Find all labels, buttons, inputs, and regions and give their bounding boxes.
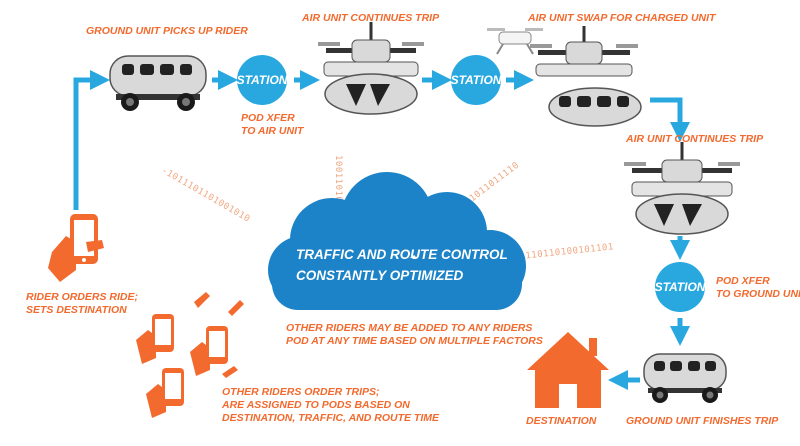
label-other-order-3: DESTINATION, TRAFFIC, AND ROUTE TIME (222, 412, 439, 424)
label-air-continues-2: AIR UNIT CONTINUES TRIP (626, 133, 764, 145)
label-air-continues-1: AIR UNIT CONTINUES TRIP (302, 12, 440, 24)
label-other-added-1: OTHER RIDERS MAY BE ADDED TO ANY RIDERS (286, 322, 533, 334)
label-destination: DESTINATION (526, 415, 597, 427)
phone-hand-icon-group (136, 292, 244, 418)
ground-pod-icon (109, 55, 207, 111)
station-3: STATION (655, 262, 705, 312)
label-other-order-1: OTHER RIDERS ORDER TRIPS; (222, 386, 380, 398)
label-air-swap: AIR UNIT SWAP FOR CHARGED UNIT (528, 12, 716, 24)
drone-small-icon (487, 28, 543, 55)
station-2: STATION (451, 55, 501, 105)
phone-hand-icon (48, 214, 104, 282)
drone-icon (318, 22, 424, 115)
pod-icon (548, 87, 642, 127)
label-pod-xfer-ground-1: POD XFER (716, 275, 770, 287)
label-pod-xfer-air-1: POD XFER (241, 112, 295, 124)
drone-swap-icon (530, 26, 638, 77)
cloud-icon (268, 172, 526, 310)
cloud-title-line1: TRAFFIC AND ROUTE CONTROL (296, 247, 508, 262)
label-other-order-2: ARE ASSIGNED TO PODS BASED ON (222, 399, 410, 411)
station-1: STATION (237, 55, 287, 105)
label-rider-orders-2: SETS DESTINATION (26, 304, 127, 316)
label-other-added-2: POD AT ANY TIME BASED ON MULTIPLE FACTOR… (286, 335, 543, 347)
label-ground-finishes: GROUND UNIT FINISHES TRIP (626, 415, 779, 427)
drone-icon-2 (624, 142, 740, 235)
cloud-title-line2: CONSTANTLY OPTIMIZED (296, 268, 464, 283)
label-pod-xfer-ground-2: TO GROUND UNIT (716, 288, 800, 300)
ground-pod-icon-2 (643, 353, 727, 403)
label-rider-orders-1: RIDER ORDERS RIDE; (26, 291, 139, 303)
label-ground-pickup: GROUND UNIT PICKS UP RIDER (86, 25, 248, 37)
arrow-phone-to-ground (73, 70, 110, 210)
house-icon (527, 332, 609, 408)
label-pod-xfer-air-2: TO AIR UNIT (241, 125, 304, 137)
arrow-swap-to-air2 (650, 97, 690, 142)
